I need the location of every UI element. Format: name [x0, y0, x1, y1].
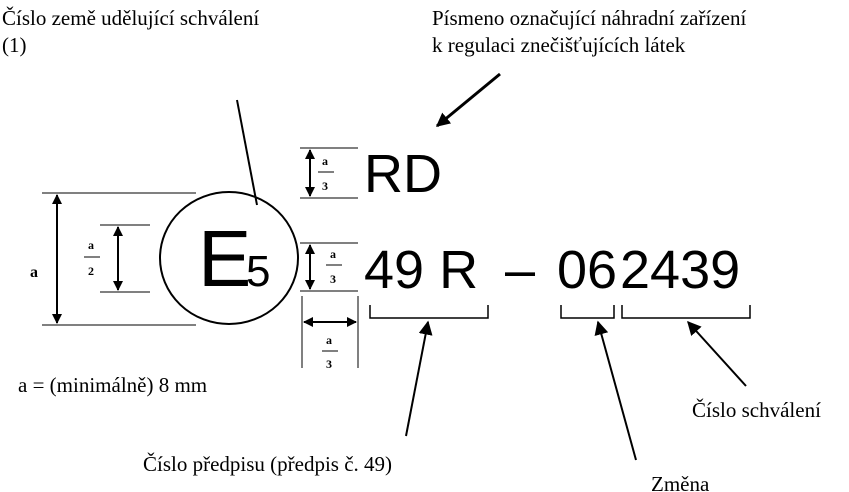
letter-leader-arrow [435, 72, 501, 128]
amendment-leader-arrow [594, 320, 637, 461]
dim-gap-numerator: a [326, 333, 332, 347]
regulation-leader-arrow [405, 320, 433, 437]
dim-a2-numerator: a [88, 238, 94, 252]
approval-circle [159, 191, 299, 325]
bracket-series [560, 305, 615, 319]
dim-rd-denominator: 3 [322, 179, 328, 193]
letter-meaning-label-line2: k regulaci znečišťujících látek [432, 33, 686, 57]
mark-letter-e: E [198, 214, 251, 303]
bracket-regulation [369, 305, 489, 319]
dim-rd-numerator: a [322, 154, 328, 168]
mark-approval-number: 2439 [620, 240, 740, 300]
dim-a-label: a [30, 264, 38, 281]
letter-meaning-label-line1: Písmeno označující náhradní zařízení [432, 6, 746, 30]
approval-number-label: Číslo schválení [692, 398, 821, 422]
mark-regulation: 49 R [364, 240, 478, 300]
dim-line-numerator: a [330, 247, 336, 261]
country-number-note: (1) [2, 33, 27, 57]
mark-country-code: 5 [246, 247, 270, 296]
country-leader-line [236, 99, 258, 206]
dim-line-denominator: 3 [330, 272, 336, 286]
amendment-label: Změna [651, 472, 710, 492]
mark-dash: – [505, 240, 535, 300]
dim-gap-denominator: 3 [326, 357, 332, 371]
mark-suffix-rd: RD [364, 144, 442, 204]
bracket-approval [621, 305, 751, 319]
regulation-number-label: Číslo předpisu (předpis č. 49) [143, 452, 392, 476]
dim-a2-denominator: 2 [88, 264, 94, 278]
mark-series: 06 [557, 240, 617, 300]
min-size-label: a = (minimálně) 8 mm [18, 373, 207, 397]
approval-leader-arrow [687, 320, 747, 387]
country-number-label: Číslo země udělující schválení [2, 6, 259, 30]
